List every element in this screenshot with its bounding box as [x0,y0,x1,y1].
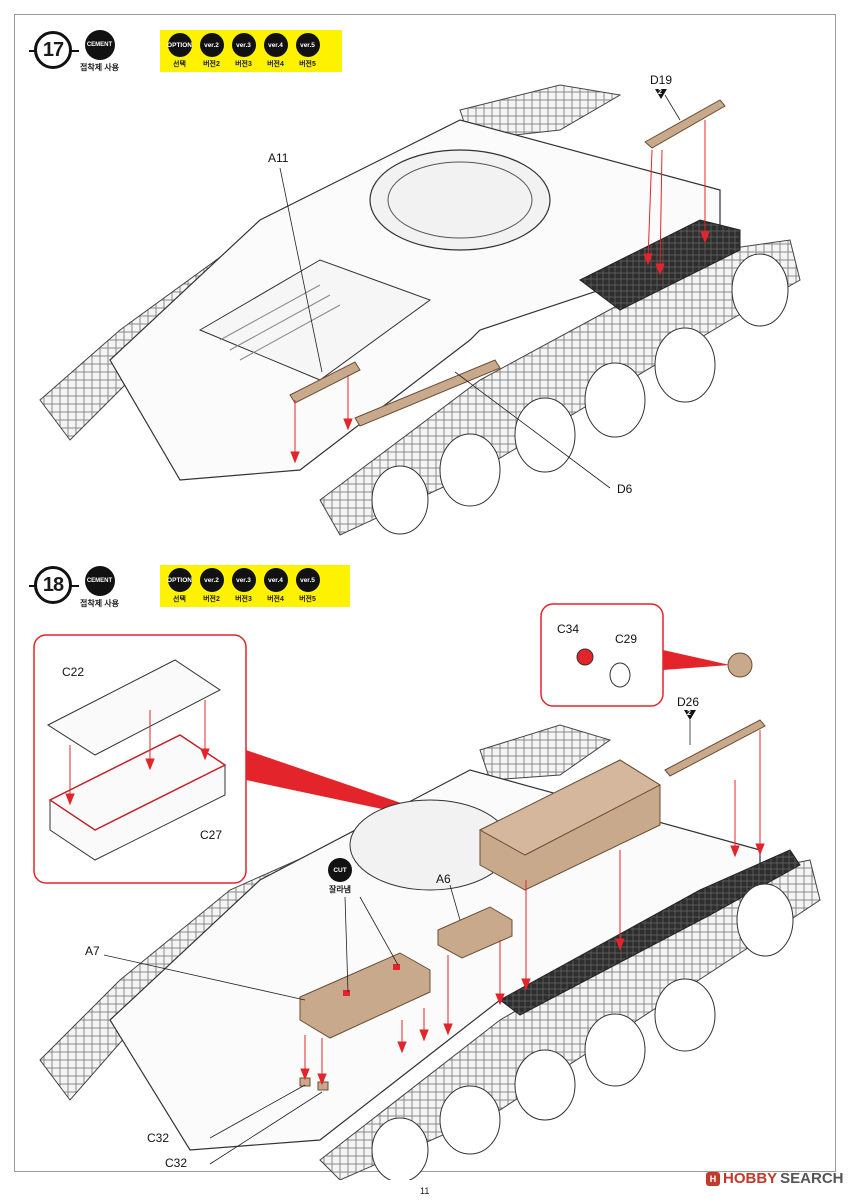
cement-caption: 접착제 사용 [80,599,120,608]
option-strip: OPTION 선택 ver.2 버전2 ver.3 버전3 ver.4 버전4 ver.… [160,565,350,607]
cement-indicator: CEMENT 접착제 사용 [80,566,119,609]
tank-drawing-step17 [39,84,801,536]
part-label-c32-first: C32 [147,1131,170,1145]
option-caption: 버전2 [203,61,220,68]
part-a11 [289,361,361,404]
version-icon: ver.5 [295,33,320,57]
part-d26 [664,719,766,777]
quantity-tag-text: 2 [687,710,691,717]
part-c22 [46,659,221,756]
cut-caption: 잘라냄 [328,885,352,894]
version-icon: ver.5 [295,568,320,592]
version-icon: ver.4 [263,568,288,592]
option-caption: 버전5 [299,596,316,603]
option-caption: 버전3 [235,596,252,603]
step-18: 18 CEMENT 접착제 사용 OPTION 선택 ver.2 버전2 ver.3… [0,560,853,1180]
part-d6 [354,359,501,427]
option-item: ver.5 버전5 [294,568,321,604]
option-caption: 버전3 [235,61,252,68]
cut-icon: CUT [328,858,352,882]
quantity-tag: 2 [684,710,696,720]
callout-wedge-light [663,650,730,670]
option-strip: OPTION 선택 ver.2 버전2 ver.3 버전3 ver.4 버전4 ver.… [160,30,342,72]
part-label-c22: C22 [62,665,85,679]
cement-caption: 접착제 사용 [80,63,120,72]
tank-drawing-step18 [33,603,821,1180]
headlight [727,652,753,678]
part-label-c32-second: C32 [165,1156,188,1170]
option-item: OPTION 선택 [166,568,193,604]
cement-icon: CEMENT [84,566,115,596]
turret-ring [369,149,551,251]
cement-icon: CEMENT [84,30,115,60]
option-caption: 버전5 [299,61,316,68]
option-caption: 버전2 [203,596,220,603]
part-c29 [609,662,631,688]
page-number: 11 [420,1186,430,1196]
part-label-d26: D26 [677,695,700,709]
option-icon: OPTION [167,33,192,57]
step-number: 17 [29,31,79,69]
option-item: ver.2 버전2 [198,33,225,69]
part-label-a7: A7 [85,944,100,958]
part-label-c27: C27 [200,828,223,842]
quantity-tag: 2 [655,89,667,99]
part-label-a11: A11 [268,151,289,165]
track-top [479,724,612,781]
option-item: ver.3 버전3 [230,33,257,69]
part-label-c29: C29 [615,632,638,646]
road-wheels [371,253,789,535]
option-icon: OPTION [167,568,192,592]
watermark: H HOBBY SEARCH [706,1170,844,1187]
option-item: ver.3 버전3 [230,568,257,604]
page-frame [14,14,836,1172]
quantity-tag-text: 2 [658,89,662,96]
watermark-suffix: SEARCH [780,1170,844,1187]
option-caption: 선택 [173,596,186,603]
detail-box-light [540,603,664,707]
part-a7 [299,952,431,1039]
part-c32-upper [317,1081,329,1091]
version-icon: ver.2 [199,33,224,57]
part-a6 [437,906,513,959]
option-item: ver.5 버전5 [294,33,321,69]
part-label-c34: C34 [557,622,580,636]
option-item: OPTION 선택 [166,33,193,69]
version-icon: ver.3 [231,568,256,592]
version-icon: ver.4 [263,33,288,57]
cut-indicator: CUT 잘라냄 [328,858,352,895]
road-wheels [371,883,794,1180]
step-17: 17 CEMENT 접착제 사용 OPTION 선택 ver.2 버전2 ver.3… [0,0,853,560]
part-c34 [576,648,594,666]
option-caption: 선택 [173,61,186,68]
option-item: ver.2 버전2 [198,568,225,604]
fender-dark-area [499,849,801,1016]
cement-indicator: CEMENT 접착제 사용 [80,30,119,73]
option-caption: 버전4 [267,61,284,68]
option-item: ver.4 버전4 [262,568,289,604]
watermark-logo-icon: H [706,1171,720,1186]
version-icon: ver.3 [231,33,256,57]
part-label-d19: D19 [650,73,673,87]
part-label-a6: A6 [436,872,451,886]
part-d19 [644,99,726,149]
option-caption: 버전4 [267,596,284,603]
watermark-brand: HOBBY [723,1170,778,1187]
version-icon: ver.2 [199,568,224,592]
option-item: ver.4 버전4 [262,33,289,69]
part-label-d6: D6 [617,482,633,496]
step-number: 18 [29,566,79,604]
